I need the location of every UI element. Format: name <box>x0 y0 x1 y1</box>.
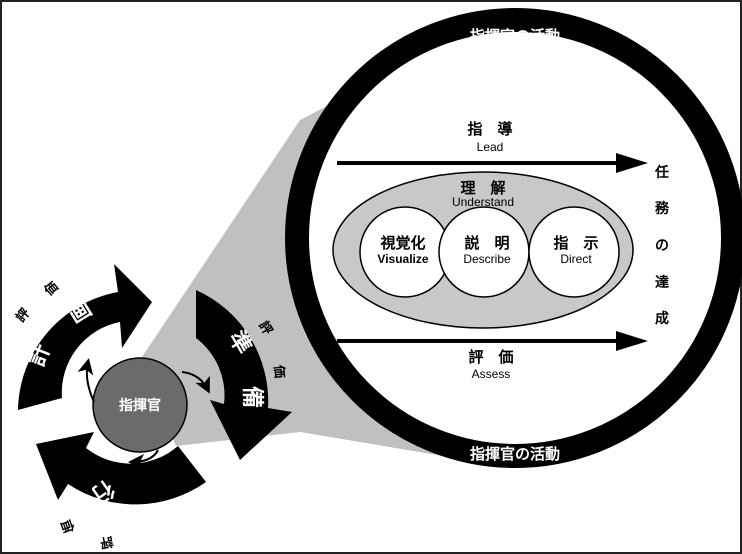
prepare-assess-char-2: 価 <box>270 363 287 378</box>
ring-label-bottom: 指揮官の活動 <box>470 445 560 463</box>
commander-circle <box>92 357 188 453</box>
assess-label-en: Assess <box>472 367 511 381</box>
plan-assess-char-2: 価 <box>41 279 62 300</box>
prepare-char-2: 備 <box>239 386 265 408</box>
execute-arrow <box>36 432 206 505</box>
commander-label: 指揮官 <box>119 397 161 414</box>
mission-accomplishment-label: 任 務 の 達 成 <box>654 164 670 327</box>
direct-label-jp: 指 示 <box>553 234 598 252</box>
execute-char-1: 実 <box>138 502 164 531</box>
ring-label-top: 指揮官の活動 <box>470 27 560 45</box>
mission-char: 任 <box>654 164 669 181</box>
execute-assess-char-1: 評 <box>99 533 115 551</box>
mission-char: 成 <box>655 310 669 327</box>
mission-char: 務 <box>655 200 670 217</box>
describe-label-en: Describe <box>463 252 511 266</box>
plan-assess-char-1: 評 <box>13 305 34 325</box>
lead-arrowhead <box>616 153 648 173</box>
assess-arrowhead <box>616 331 648 351</box>
understand-label-en: Understand <box>452 195 514 209</box>
lead-label-en: Lead <box>477 140 504 154</box>
assess-label-jp: 評 価 <box>468 348 513 366</box>
to-prepare-arrow <box>181 371 210 394</box>
mission-char: 達 <box>655 274 669 291</box>
plan-arrow <box>18 264 152 410</box>
visualize-label-jp: 視覚化 <box>379 234 425 252</box>
direct-label-en: Direct <box>560 252 592 266</box>
direct-circle <box>528 206 620 298</box>
visualize-label-en: Visualize <box>377 252 428 266</box>
to-plan-arrow <box>77 358 95 403</box>
understand-label-jp: 理 解 <box>460 179 505 197</box>
mission-char: の <box>655 238 669 254</box>
lead-label-jp: 指 導 <box>467 120 512 138</box>
describe-label-jp: 説 明 <box>464 234 509 252</box>
execute-assess-char-2: 価 <box>59 516 78 536</box>
prepare-arrow <box>196 290 292 460</box>
to-execute-arrow <box>128 449 159 470</box>
